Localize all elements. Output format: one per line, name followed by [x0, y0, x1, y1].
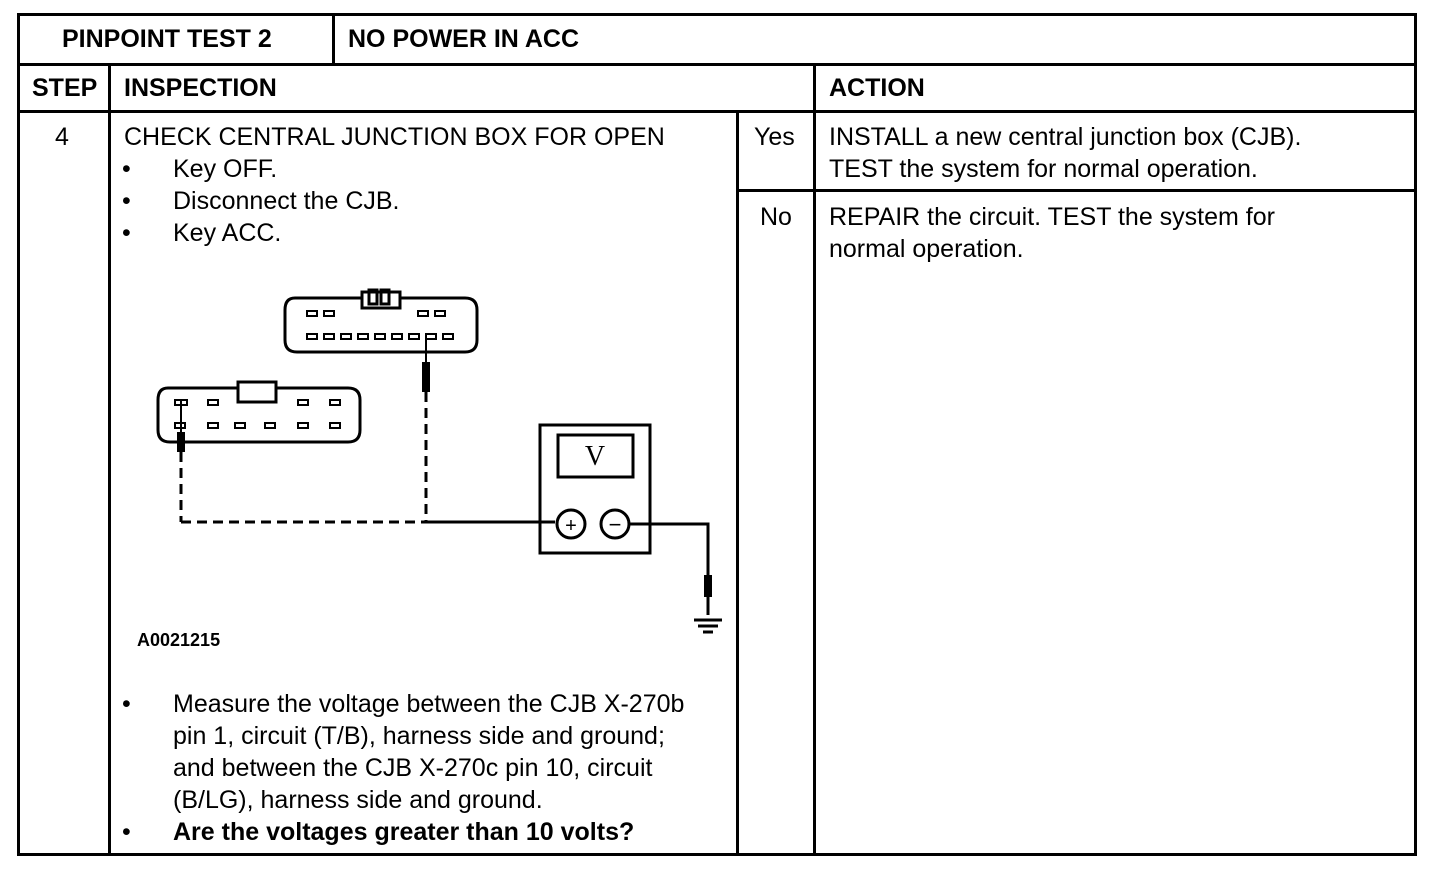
- step-column-divider: [108, 63, 111, 856]
- bullet-dot: •: [122, 818, 131, 846]
- yes-no-divider: [738, 189, 1417, 192]
- column-header-divider: [17, 110, 1417, 113]
- voltmeter: [538, 423, 652, 555]
- test-label: PINPOINT TEST 2: [62, 25, 272, 53]
- plus-terminal: +: [565, 515, 577, 537]
- action-header: ACTION: [829, 74, 925, 102]
- no-action-line-1: REPAIR the circuit. TEST the system for: [829, 203, 1275, 231]
- header-divider: [17, 63, 1417, 66]
- yes-action-line-1: INSTALL a new central junction box (CJB)…: [829, 123, 1302, 151]
- measure-line-2: pin 1, circuit (T/B), harness side and g…: [173, 722, 665, 750]
- yes-action-line-2: TEST the system for normal operation.: [829, 155, 1258, 183]
- minus-terminal: −: [609, 512, 622, 537]
- question-text: Are the voltages greater than 10 volts?: [173, 818, 635, 846]
- voltmeter-diagram: V + −: [156, 288, 722, 634]
- step-header: STEP: [32, 74, 98, 102]
- yes-no-column-divider: [736, 110, 739, 856]
- no-label: No: [760, 203, 792, 231]
- inspection-steps-top: •Key OFF. •Disconnect the CJB. •Key ACC.: [118, 153, 400, 249]
- step-number: 4: [55, 123, 69, 151]
- pinpoint-test-table: [17, 13, 1417, 856]
- bullet-dot: •: [122, 690, 131, 718]
- probe-upper: [422, 362, 430, 392]
- figure-id: A0021215: [137, 630, 221, 650]
- test-title: NO POWER IN ACC: [348, 25, 580, 53]
- list-item: •Key ACC.: [122, 219, 282, 247]
- action-column-divider: [813, 63, 816, 856]
- measure-line-3: and between the CJB X-270c pin 10, circu…: [173, 754, 653, 782]
- header-title-divider: [332, 13, 335, 65]
- yes-label: Yes: [754, 123, 795, 151]
- measure-line-4: (B/LG), harness side and ground.: [173, 786, 543, 814]
- list-item: •Disconnect the CJB.: [122, 187, 400, 215]
- inspection-header: INSPECTION: [124, 74, 277, 102]
- probe-ground: [704, 575, 712, 597]
- ground-icon: [694, 618, 722, 634]
- upper-connector: [283, 288, 479, 354]
- lower-connector: [156, 380, 362, 444]
- no-action-line-2: normal operation.: [829, 235, 1024, 263]
- list-item: •Key OFF.: [122, 155, 278, 183]
- meter-symbol: V: [585, 441, 605, 472]
- probe-lower: [177, 432, 185, 452]
- inspection-title: CHECK CENTRAL JUNCTION BOX FOR OPEN: [124, 123, 665, 151]
- measure-line-1: Measure the voltage between the CJB X-27…: [173, 690, 685, 718]
